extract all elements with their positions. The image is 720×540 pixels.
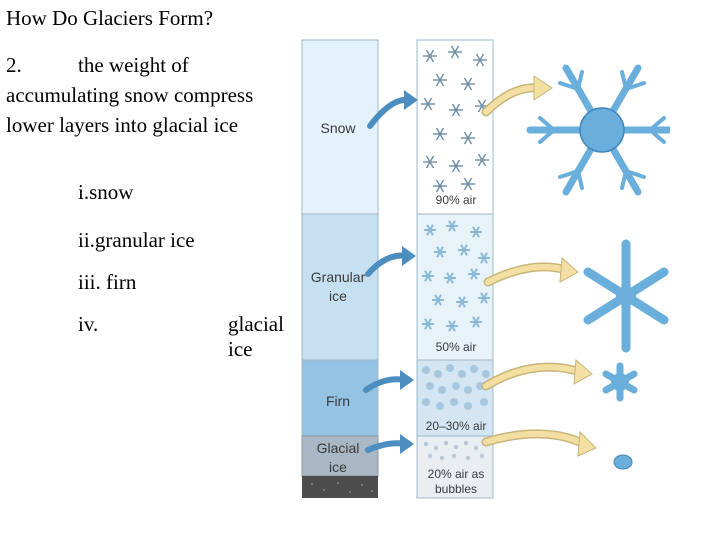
bedrock xyxy=(302,476,378,498)
main-point: 2.the weight of accumulating snow compre… xyxy=(6,50,256,140)
glacial-ice-grain-icon xyxy=(613,454,633,470)
yellow-arrow-glacial-ice xyxy=(483,430,587,447)
granular-sample xyxy=(416,213,494,361)
air-label-firn: 20–30% air xyxy=(426,419,487,433)
granular-crystal-icon xyxy=(583,239,669,353)
stage-item-granular-ice: ii.granular ice xyxy=(78,228,195,252)
magnified-column xyxy=(416,39,494,499)
bubble-pattern xyxy=(423,440,489,461)
granular-ice-layer xyxy=(301,213,379,361)
air-label-snow: 90% air xyxy=(436,193,477,207)
layer-column xyxy=(301,39,379,498)
stage-item-glacial-ice-number: iv. xyxy=(78,312,99,336)
layer-label-firn: Firn xyxy=(326,393,350,409)
snow-layer xyxy=(301,39,379,215)
yellow-arrow-firn xyxy=(483,364,583,389)
stage-item-snow: i.snow xyxy=(78,180,134,204)
layer-label-snow: Snow xyxy=(320,120,356,136)
yellow-arrows xyxy=(481,75,597,457)
stage-item-firn: iii. firn xyxy=(78,270,137,294)
blue-arrows xyxy=(363,90,418,454)
main-point-text: the weight of accumulating snow compress… xyxy=(6,53,254,137)
yellow-arrow-granular-ice xyxy=(485,263,569,285)
snow-sample xyxy=(416,39,494,215)
firn-sample xyxy=(416,359,494,437)
firn-pattern xyxy=(422,364,490,410)
firn-crystal-icon xyxy=(602,362,638,402)
stage-item-glacial-ice: iv. glacial ice xyxy=(78,312,284,361)
stage-item-glacial-ice-label: glacial ice xyxy=(228,312,284,361)
slide-title: How Do Glaciers Form? xyxy=(6,6,214,30)
air-label-granular-ice: 50% air xyxy=(436,340,477,354)
main-point-number: 2. xyxy=(6,53,22,77)
snowflake-crystal-icon xyxy=(526,64,678,196)
